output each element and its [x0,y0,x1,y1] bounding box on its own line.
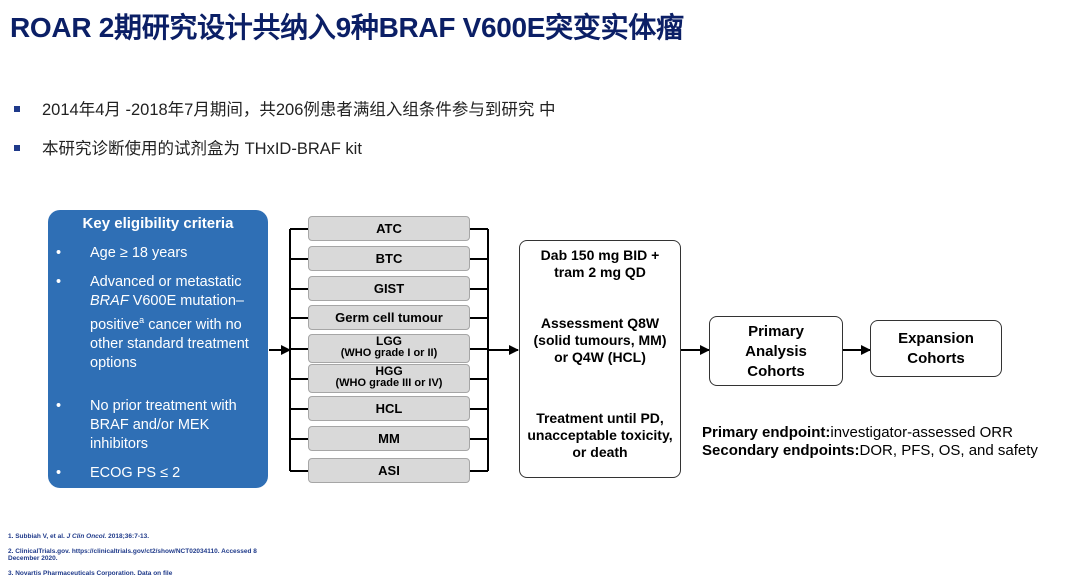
tumour-label: LGG [376,334,402,348]
footnote-marker: a [139,315,145,325]
tumour-label: GIST [373,281,405,296]
eligibility-text-italic: BRAF [90,293,129,309]
eligibility-item-text: ECOG PS ≤ 2 [90,465,181,481]
eligibility-criteria-box: Key eligibility criteria • Age ≥ 18 year… [48,210,268,488]
bullet-kit: 本研究诊断使用的试剂盒为 THxID-BRAF kit [14,135,362,159]
page-title: ROAR 2期研究设计共纳入9种BRAF V600E突变实体瘤 [10,12,684,43]
secondary-endpoint-label: Secondary endpoints: [702,442,860,459]
eligibility-text-part: Advanced or metastatic [90,274,242,290]
square-bullet-icon [14,144,20,151]
bullet-text: 本研究诊断使用的试剂盒为 THxID-BRAF kit [42,140,362,158]
treatment-box: Dab 150 mg BID + tram 2 mg QD Assessment… [519,240,681,478]
tumour-label: HGG [375,364,403,378]
tumour-label: BTC [375,251,403,266]
tumour-label: ASI [378,463,400,478]
eligibility-text-part: V600E mutation–positive [90,293,244,333]
eligibility-item-text: Advanced or metastatic BRAF V600E mutati… [90,273,265,373]
footnote-2: 2. ClinicalTrials.gov. https://clinicalt… [8,548,257,562]
expansion-cohorts-box: Expansion Cohorts [870,320,1002,377]
footnote-text: 1. Subbiah V, et al. [8,533,67,540]
endpoints-text: Primary endpoint:investigator-assessed O… [702,424,1072,460]
tumour-label: HCL [375,401,403,416]
primary-analysis-cohorts-box: Primary Analysis Cohorts [709,316,843,386]
footnote-1: 1. Subbiah V, et al. J Clin Oncol. 2018;… [8,533,149,540]
tumour-box-asi: ASI [308,458,470,483]
secondary-endpoint: Secondary endpoints:DOR, PFS, OS, and sa… [702,442,1072,460]
tumour-box-hcl: HCL [308,396,470,421]
secondary-endpoint-value: DOR, PFS, OS, and safety [859,442,1038,459]
primary-endpoint: Primary endpoint:investigator-assessed O… [702,424,1072,442]
footnote-3: 3. Novartis Pharmaceuticals Corporation.… [8,570,173,577]
tumour-box-gist: GIST [308,276,470,301]
tumour-label: MM [378,431,400,446]
eligibility-text-part: cancer with no other standard treatment … [90,316,249,371]
footnote-journal: J Clin Oncol. [66,533,107,540]
tumour-label: ATC [376,221,402,236]
bullet-dot-icon: • [56,274,62,290]
bullet-enrollment: 2014年4月 -2018年7月期间，共206例患者满组入组条件参与到研究 中 [14,96,555,120]
eligibility-title: Key eligibility criteria [82,215,234,232]
footnote-text: 2018;36:7-13. [106,533,150,540]
expansion-label: Expansion Cohorts [898,330,974,367]
tumour-sublabel: (WHO grade III or IV) [335,376,443,389]
square-bullet-icon [14,105,20,112]
bullet-dot-icon: • [56,398,62,414]
tumour-box-hgg: HGG(WHO grade III or IV) [308,364,470,393]
primary-analysis-label: Primary Analysis Cohorts [745,323,807,380]
treatment-dose: Dab 150 mg BID + tram 2 mg QD [540,247,660,280]
primary-endpoint-value: investigator-assessed ORR [830,424,1013,441]
tumour-box-germ-cell: Germ cell tumour [308,305,470,330]
bullet-text: 2014年4月 -2018年7月期间，共206例患者满组入组条件参与到研究 中 [42,101,556,119]
bullet-dot-icon: • [56,245,62,261]
tumour-sublabel: (WHO grade I or II) [340,346,438,359]
bullet-dot-icon: • [56,465,62,481]
primary-endpoint-label: Primary endpoint: [702,424,831,441]
tumour-label: Germ cell tumour [335,310,443,325]
treatment-duration: Treatment until PD, unacceptable toxicit… [527,410,673,460]
treatment-assessment: Assessment Q8W (solid tumours, MM) or Q4… [533,315,667,365]
tumour-box-atc: ATC [308,216,470,241]
tumour-box-mm: MM [308,426,470,451]
eligibility-item-text: Age ≥ 18 years [90,245,188,261]
tumour-box-btc: BTC [308,246,470,271]
eligibility-item-text: No prior treatment with BRAF and/or MEK … [90,398,237,452]
tumour-box-lgg: LGG(WHO grade I or II) [308,334,470,363]
